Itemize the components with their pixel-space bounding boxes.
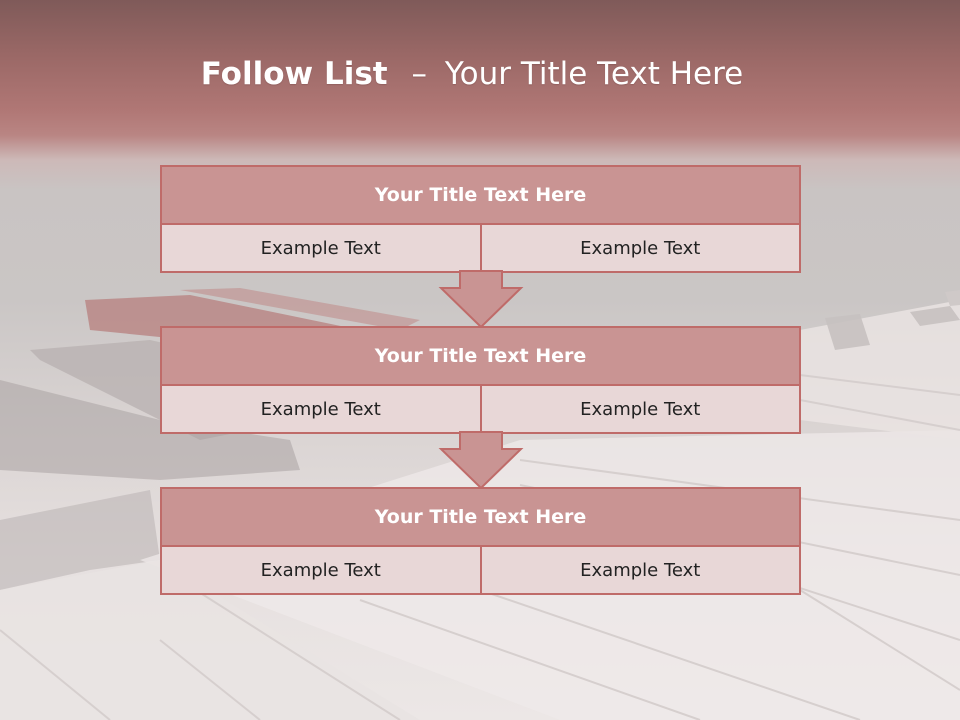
step-3-right-cell: Example Text (479, 547, 799, 593)
step-row-2: Example Text Example Text (162, 386, 799, 432)
step-2-left-cell: Example Text (162, 386, 480, 432)
down-arrow-icon (438, 270, 524, 329)
step-1-left-cell: Example Text (162, 225, 480, 271)
step-title-2: Your Title Text Here (162, 328, 799, 386)
step-row-1: Example Text Example Text (162, 225, 799, 271)
step-3-left-cell: Example Text (162, 547, 480, 593)
step-box-2: Your Title Text Here Example Text Exampl… (160, 326, 801, 434)
step-row-3: Example Text Example Text (162, 547, 799, 593)
down-arrow-icon (438, 431, 524, 490)
step-box-1: Your Title Text Here Example Text Exampl… (160, 165, 801, 273)
slide-title-bold: Follow List (200, 56, 388, 92)
step-title-1: Your Title Text Here (162, 167, 799, 225)
slide-title-separator: – (411, 56, 427, 92)
slide-title-rest: Your Title Text Here (444, 56, 744, 92)
step-title-3: Your Title Text Here (162, 489, 799, 547)
step-1-right-cell: Example Text (479, 225, 799, 271)
slide-title: Follow List – Your Title Text Here (0, 56, 944, 92)
step-2-right-cell: Example Text (479, 386, 799, 432)
step-box-3: Your Title Text Here Example Text Exampl… (160, 487, 801, 595)
